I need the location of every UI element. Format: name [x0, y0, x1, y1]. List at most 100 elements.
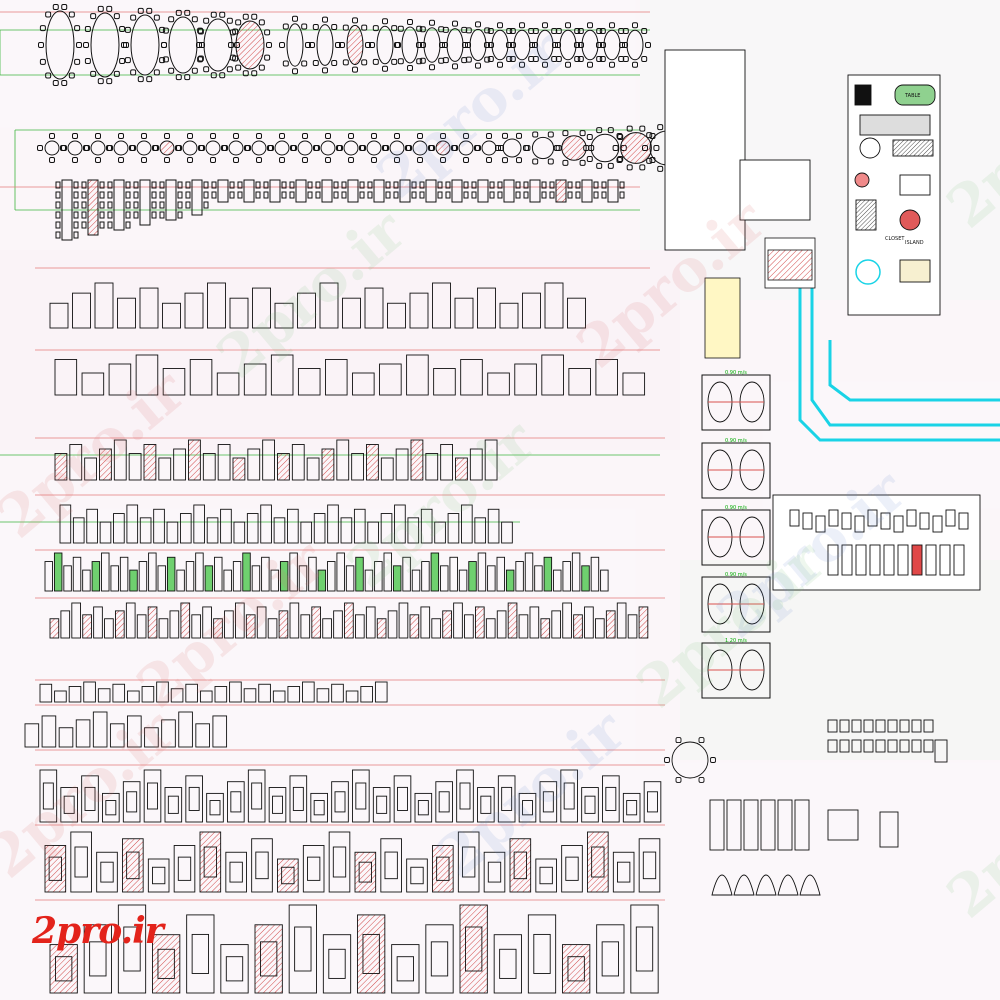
- furniture-inner: [591, 846, 605, 878]
- furniture-block: [92, 711, 108, 748]
- chair-block: [474, 145, 480, 151]
- furniture-block: [104, 618, 114, 639]
- furniture-block: [254, 924, 283, 994]
- chair-block: [646, 157, 653, 164]
- furniture-block: [302, 845, 325, 893]
- chair-block: [313, 145, 319, 151]
- kitchen-title: TABLE: [905, 93, 921, 99]
- furniture-block: [157, 565, 166, 592]
- chair-block: [601, 191, 607, 199]
- furniture-inner: [480, 795, 492, 814]
- furniture-block: [289, 552, 298, 592]
- furniture-block: [406, 858, 428, 893]
- furniture-block: [534, 565, 543, 592]
- furniture-block: [247, 448, 261, 481]
- furniture-block: [44, 845, 67, 893]
- furniture-blocks: [24, 282, 662, 994]
- chair-block: [73, 221, 79, 229]
- furniture-inner: [487, 861, 502, 883]
- furniture-block: [590, 556, 600, 592]
- chair-block: [83, 145, 89, 151]
- chair-block: [221, 145, 227, 151]
- furniture-block: [863, 719, 874, 733]
- furniture-block: [49, 944, 78, 994]
- furniture-block: [243, 363, 267, 396]
- furniture-block: [571, 552, 581, 592]
- rect-table: [217, 179, 229, 203]
- chair-block: [107, 211, 113, 219]
- furniture-inner: [123, 926, 141, 972]
- chair-block: [38, 42, 44, 48]
- chair-block: [451, 145, 457, 151]
- furniture-block: [83, 924, 112, 994]
- chair-block: [279, 42, 285, 48]
- furniture-block: [173, 448, 186, 481]
- chair-block: [72, 133, 78, 139]
- chair-block: [359, 191, 365, 199]
- chair-block: [372, 58, 379, 65]
- chair-block: [462, 42, 468, 48]
- furniture-block: [414, 792, 433, 823]
- bath-fixture: [777, 874, 799, 896]
- chair-block: [698, 776, 705, 783]
- furniture-inner: [462, 846, 476, 878]
- furniture-block: [380, 513, 393, 544]
- chair-block: [616, 156, 623, 163]
- chair-block: [39, 25, 46, 32]
- furniture-block: [535, 858, 557, 893]
- furniture-block: [353, 508, 366, 544]
- furniture-block: [474, 517, 487, 544]
- chair-block: [97, 5, 104, 12]
- chair-block: [352, 66, 358, 73]
- rect-table: [399, 179, 411, 203]
- chair-block: [130, 69, 137, 76]
- furniture-block: [336, 552, 345, 592]
- furniture-block: [899, 719, 910, 733]
- bath-elevation: [953, 544, 965, 576]
- furniture-block: [156, 681, 169, 703]
- chair-block: [471, 191, 477, 199]
- furniture-block: [233, 521, 246, 544]
- chair-block: [577, 27, 584, 34]
- chair-block: [419, 57, 426, 64]
- chair-block: [211, 181, 217, 189]
- furniture-inner: [147, 782, 158, 810]
- chair-block: [583, 145, 590, 151]
- furniture-inner: [647, 791, 658, 813]
- rect-table: [295, 179, 307, 203]
- furniture-block: [224, 610, 234, 639]
- chair-block: [586, 133, 593, 140]
- chair-block: [486, 157, 492, 163]
- furniture-block: [355, 556, 364, 592]
- chair-block: [84, 25, 91, 32]
- round-table: [90, 140, 106, 156]
- chair-block: [151, 191, 157, 199]
- furniture-block: [364, 569, 374, 592]
- chair-block: [55, 181, 61, 189]
- furniture-inner: [358, 861, 372, 883]
- chair-block: [307, 181, 313, 189]
- chair-block: [532, 131, 539, 138]
- furniture-block: [251, 565, 261, 592]
- furniture-block: [232, 561, 242, 592]
- chair-block: [191, 16, 198, 23]
- chair-block: [133, 181, 139, 189]
- furniture-block: [297, 292, 316, 329]
- furniture-block: [179, 513, 192, 544]
- furniture-block: [274, 302, 294, 329]
- furniture-block: [562, 602, 572, 639]
- chair-block: [106, 145, 112, 151]
- furniture-block: [102, 792, 120, 823]
- round-table: [113, 140, 129, 156]
- furniture-block: [69, 444, 83, 481]
- furniture-block: [605, 610, 616, 639]
- chair-block: [639, 125, 646, 132]
- chair-block: [68, 11, 75, 18]
- chair-block: [256, 157, 262, 163]
- chair-block: [515, 191, 521, 199]
- chair-block: [151, 211, 157, 219]
- chair-block: [440, 157, 446, 163]
- chair-block: [574, 56, 581, 63]
- furniture-block: [153, 508, 165, 544]
- chair-block: [161, 42, 167, 48]
